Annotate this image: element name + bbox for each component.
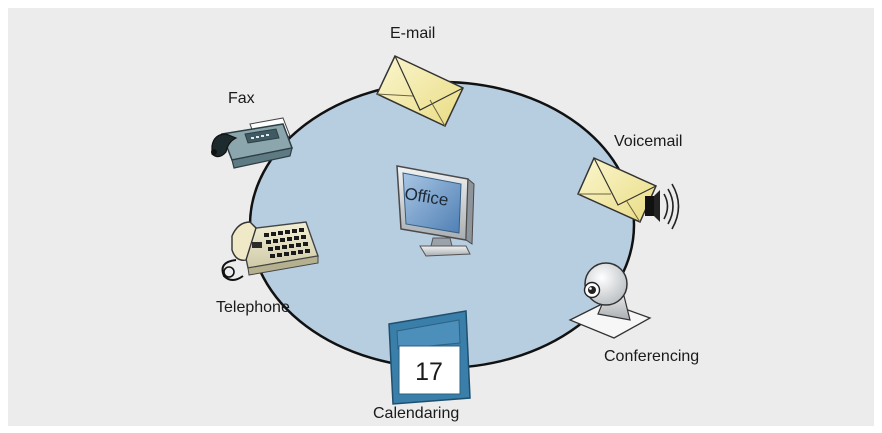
voicemail-label: Voicemail	[614, 133, 683, 150]
office-monitor-icon: Office	[396, 165, 475, 257]
desk-phone-icon	[221, 221, 319, 281]
webcam-icon	[568, 262, 652, 339]
email-label: E-mail	[390, 25, 436, 42]
calendar-icon: 17	[388, 310, 471, 405]
fax-label: Fax	[228, 90, 255, 107]
fax-machine-icon	[211, 117, 294, 169]
telephone-label: Telephone	[216, 299, 290, 316]
calendar-date-number: 17	[415, 358, 443, 386]
envelope-icon	[376, 55, 464, 127]
calendaring-label: Calendaring	[373, 405, 460, 422]
voicemail-envelope-speaker-icon	[577, 157, 680, 230]
conferencing-label: Conferencing	[604, 348, 700, 365]
